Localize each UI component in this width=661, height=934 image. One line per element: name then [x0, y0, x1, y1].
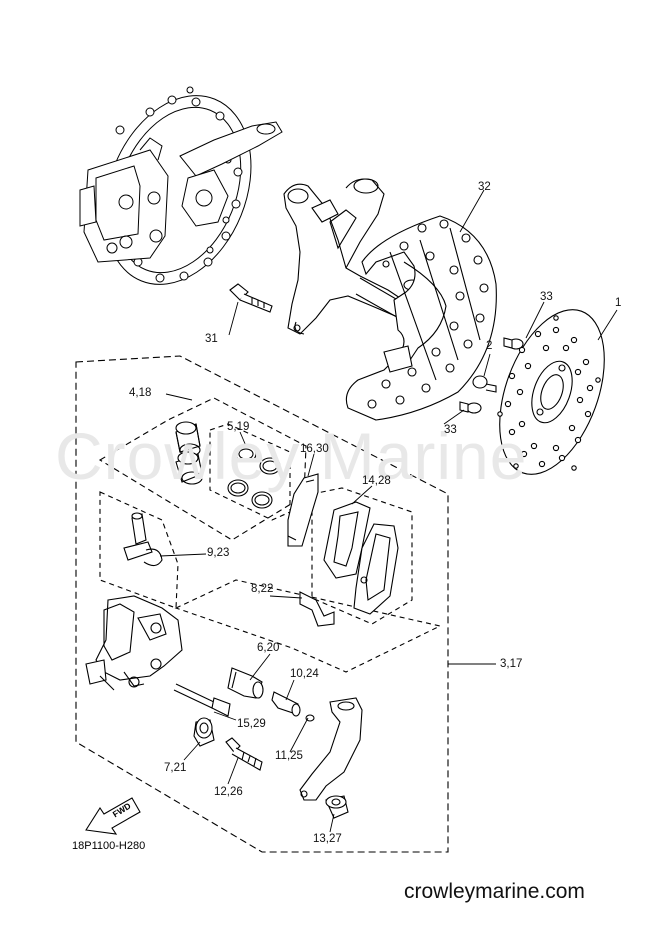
callout-8-22: 8,22: [251, 583, 274, 595]
disc-guard: [345, 215, 497, 421]
pistons: [175, 421, 203, 485]
callout-2: 2: [486, 340, 493, 352]
drawing-code: 18P1100-H280: [72, 840, 146, 852]
assembled-view: [79, 86, 283, 285]
footer-site: crowleymarine.com: [404, 880, 585, 903]
pin-10-24: [271, 691, 301, 717]
pad-shim: [287, 473, 319, 547]
callout-7-21: 7,21: [164, 762, 187, 774]
caliper-assembly-boundary: [75, 355, 449, 853]
caliper-body: [85, 595, 183, 691]
pad-support-boundary: [174, 579, 442, 673]
callout-5-19: 5,19: [227, 421, 250, 433]
brake-pad-outer: [323, 501, 371, 579]
brake-pad-inner: [353, 523, 399, 615]
callout-14-28: 14,28: [362, 475, 391, 487]
callout-9-23: 9,23: [207, 547, 230, 559]
watermark: Crowley Marine: [55, 419, 528, 493]
bolt-12-26: [225, 737, 263, 771]
callout-3-17: 3,17: [500, 658, 523, 670]
callout-31: 31: [205, 333, 218, 345]
callout-4-18: 4,18: [129, 387, 152, 399]
callout-15-29: 15,29: [237, 718, 266, 730]
caliper-bracket: [299, 697, 363, 801]
pin-boot: [193, 717, 215, 747]
callout-16-30: 16,30: [300, 443, 329, 455]
bolt-31: [229, 283, 273, 313]
callout-1: 1: [615, 297, 622, 309]
bolt-33-lower: [459, 401, 482, 414]
seals: [227, 445, 281, 509]
callout-12-26: 12,26: [214, 786, 243, 798]
bolt-2: [472, 375, 497, 393]
bleeder-screw: [123, 512, 163, 567]
pad-kit-boundary: [311, 487, 413, 625]
sleeve-13-27: [325, 795, 349, 819]
callout-33-lower: 33: [444, 424, 457, 436]
pad-support: [299, 591, 335, 627]
bolt-33-upper: [503, 337, 524, 350]
fwd-arrow-icon: [85, 797, 141, 835]
leader-lines: [159, 189, 618, 833]
brake-disc: [497, 309, 605, 475]
callout-13-27: 13,27: [313, 833, 342, 845]
slide-pin: [173, 683, 231, 717]
bleeder-kit-boundary: [99, 491, 179, 609]
callout-11-25: 11,25: [275, 750, 303, 762]
guide-pin: [227, 667, 264, 699]
callout-33-upper: 33: [540, 291, 553, 303]
callout-10-24: 10,24: [290, 668, 319, 680]
callout-6-20: 6,20: [257, 642, 280, 654]
callout-32: 32: [478, 181, 491, 193]
piston-kit-boundary: [98, 397, 307, 541]
steering-knuckle: [283, 178, 421, 335]
